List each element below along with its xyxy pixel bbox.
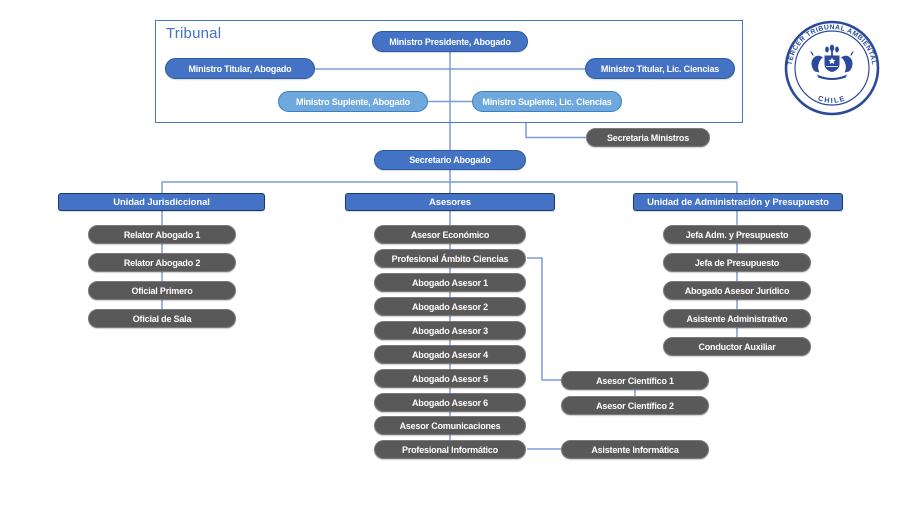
- node-secretaria-ministros: Secretaria Ministros: [586, 128, 710, 147]
- seal-bottom-text: CHILE: [817, 93, 847, 105]
- node-ministro-suplente-ciencias: Ministro Suplente, Lic. Ciencias: [472, 91, 622, 112]
- node-asistente-administrativo: Asistente Administrativo: [663, 309, 811, 328]
- node-abogado-asesor-3: Abogado Asesor 3: [374, 321, 526, 340]
- node-jefa-adm-presupuesto: Jefa Adm. y Presupuesto: [663, 225, 811, 244]
- node-profesional-informatico: Profesional Informático: [374, 440, 526, 459]
- node-ministro-presidente: Ministro Presidente, Abogado: [372, 31, 528, 52]
- node-abogado-asesor-6: Abogado Asesor 6: [374, 393, 526, 412]
- coat-of-arms-icon: [810, 44, 854, 80]
- node-asesor-cientifico-1: Asesor Científico 1: [561, 371, 709, 390]
- node-asesor-comunicaciones: Asesor Comunicaciones: [374, 416, 526, 435]
- header-unidad-administracion: Unidad de Administración y Presupuesto: [633, 193, 843, 211]
- node-asesor-economico: Asesor Económico: [374, 225, 526, 244]
- node-relator-abogado-1: Relator Abogado 1: [88, 225, 236, 244]
- node-jefa-de-presupuesto: Jefa de Presupuesto: [663, 253, 811, 272]
- node-relator-abogado-2: Relator Abogado 2: [88, 253, 236, 272]
- node-ministro-titular-abogado: Ministro Titular, Abogado: [165, 58, 315, 79]
- header-unidad-jurisdiccional: Unidad Jurisdiccional: [58, 193, 265, 211]
- seal-icon: TERCER TRIBUNAL AMBIENTAL CHILE: [784, 20, 880, 116]
- connector-cientifico-elbow: [527, 257, 561, 381]
- node-asistente-informatica: Asistente Informática: [561, 440, 709, 459]
- node-oficial-de-sala: Oficial de Sala: [88, 309, 236, 328]
- tribunal-frame-label: Tribunal: [166, 25, 222, 42]
- node-secretario-abogado: Secretario Abogado: [374, 150, 526, 170]
- node-asesor-cientifico-2: Asesor Científico 2: [561, 396, 709, 415]
- node-oficial-primero: Oficial Primero: [88, 281, 236, 300]
- connector-secretaria-ministros: [525, 123, 586, 139]
- header-asesores: Asesores: [345, 193, 555, 211]
- node-abogado-asesor-1: Abogado Asesor 1: [374, 273, 526, 292]
- node-abogado-asesor-5: Abogado Asesor 5: [374, 369, 526, 388]
- node-abogado-asesor-2: Abogado Asesor 2: [374, 297, 526, 316]
- node-ministro-suplente-abogado: Ministro Suplente, Abogado: [278, 91, 428, 112]
- node-profesional-ambito-ciencias: Profesional Ámbito Ciencias: [374, 249, 526, 268]
- tribunal-frame: Tribunal: [155, 20, 743, 123]
- node-abogado-asesor-4: Abogado Asesor 4: [374, 345, 526, 364]
- seal-inner-ring: [794, 30, 870, 106]
- node-conductor-auxiliar: Conductor Auxiliar: [663, 337, 811, 356]
- node-ministro-titular-ciencias: Ministro Titular, Lic. Ciencias: [585, 58, 735, 79]
- node-abogado-asesor-juridico: Abogado Asesor Jurídico: [663, 281, 811, 300]
- tribunal-seal-logo: TERCER TRIBUNAL AMBIENTAL CHILE: [782, 18, 882, 118]
